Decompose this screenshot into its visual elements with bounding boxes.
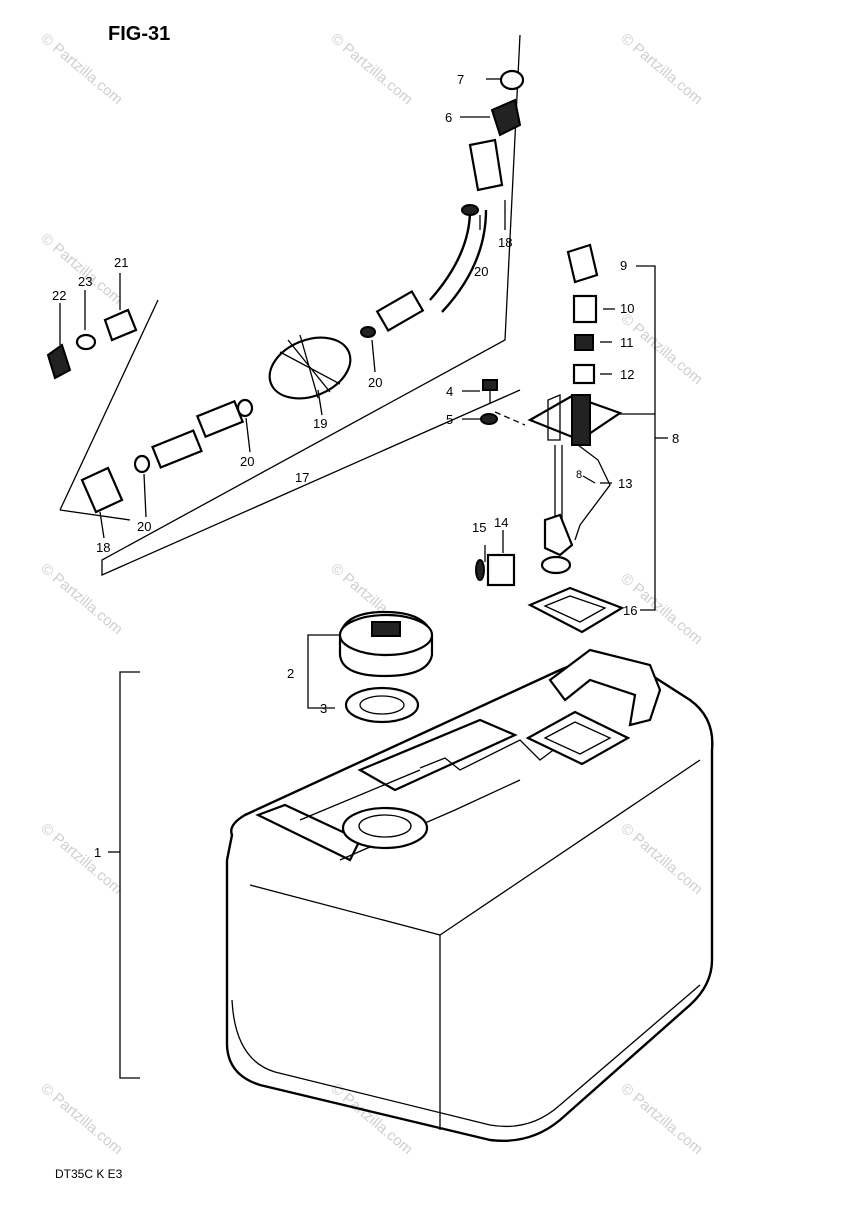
callout-7: 7 xyxy=(457,72,464,87)
callout-4: 4 xyxy=(446,384,453,399)
watermark: © Partzilla.com xyxy=(37,1080,125,1158)
watermark: © Partzilla.com xyxy=(327,30,415,108)
gauge-lens-stack xyxy=(566,243,599,385)
callout-labels: 7 6 18 20 21 23 22 20 19 20 17 20 18 9 1… xyxy=(52,72,679,860)
callout-8: 8 xyxy=(672,431,679,446)
bolt-and-washer xyxy=(480,379,498,425)
callout-9: 9 xyxy=(620,258,627,273)
callout-22: 22 xyxy=(52,288,66,303)
callout-20-mid: 20 xyxy=(240,454,254,469)
callout-1: 1 xyxy=(94,845,101,860)
callout-3: 3 xyxy=(320,701,327,716)
watermarks: © Partzilla.com © Partzilla.com © Partzi… xyxy=(37,30,705,1158)
watermark: © Partzilla.com xyxy=(37,560,125,638)
callout-2: 2 xyxy=(287,666,294,681)
callout-8-screw: 8 xyxy=(576,469,582,481)
watermark: © Partzilla.com xyxy=(617,1080,705,1158)
cap-gasket xyxy=(344,686,420,724)
callout-14: 14 xyxy=(494,515,508,530)
callout-20-top: 20 xyxy=(474,264,488,279)
callout-20-low: 20 xyxy=(137,519,151,534)
model-code: DT35C K E3 xyxy=(55,1167,123,1181)
callout-12: 12 xyxy=(620,367,634,382)
callout-10: 10 xyxy=(620,301,634,316)
gauge-gasket xyxy=(527,586,625,634)
watermark: © Partzilla.com xyxy=(37,230,125,308)
callout-20-bulb: 20 xyxy=(368,375,382,390)
callout-13: 13 xyxy=(618,476,632,491)
callout-18-bottom: 18 xyxy=(96,540,110,555)
watermark: © Partzilla.com xyxy=(617,820,705,898)
figure-title: FIG-31 xyxy=(108,23,170,45)
callout-6: 6 xyxy=(445,110,452,125)
fuel-cap xyxy=(338,610,434,678)
callout-23: 23 xyxy=(78,274,92,289)
screw-13 xyxy=(582,475,596,484)
callout-21: 21 xyxy=(114,255,128,270)
callout-11: 11 xyxy=(620,335,634,350)
watermark: © Partzilla.com xyxy=(37,820,125,898)
fuel-line-assembly xyxy=(46,34,525,576)
fuel-tank xyxy=(225,648,714,1142)
fuel-gauge-assembly xyxy=(527,394,623,575)
callout-17: 17 xyxy=(295,470,309,485)
callout-15: 15 xyxy=(472,520,486,535)
callout-5: 5 xyxy=(446,412,453,427)
float-parts xyxy=(475,553,516,587)
leader-lines xyxy=(59,78,668,1079)
callout-16: 16 xyxy=(623,603,637,618)
callout-19: 19 xyxy=(313,416,327,431)
callout-18-top: 18 xyxy=(498,235,512,250)
watermark: © Partzilla.com xyxy=(617,30,705,108)
